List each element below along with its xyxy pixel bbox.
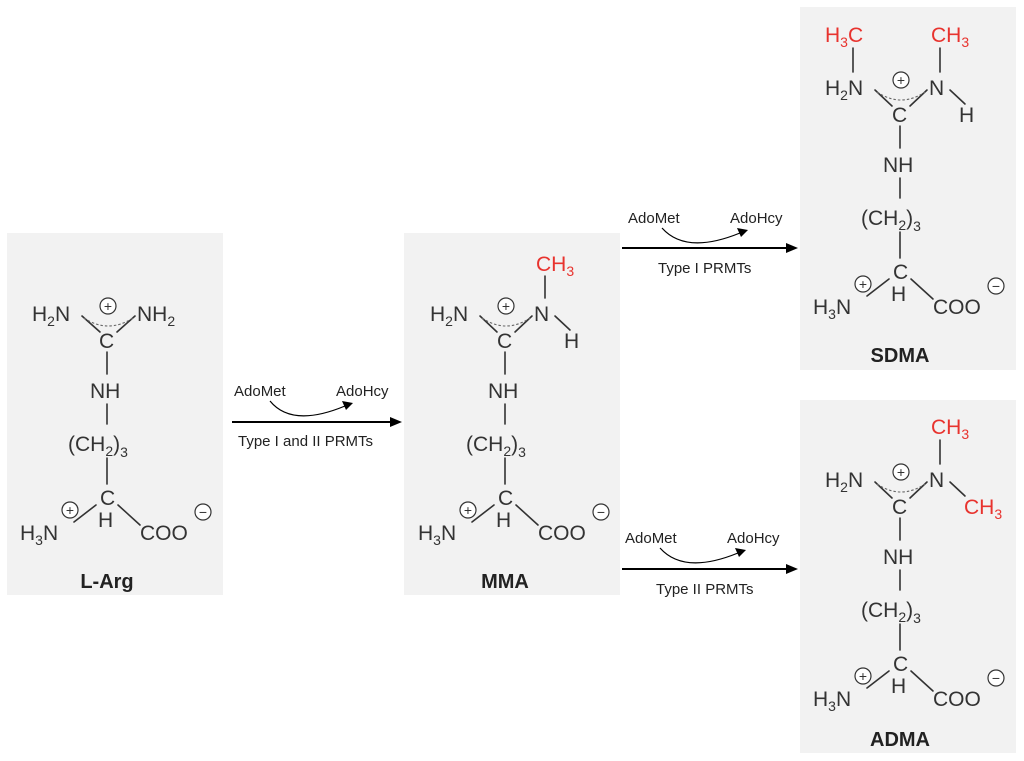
carbon-c: C: [892, 104, 907, 127]
molecule-larg: H2N NH2 + C NH (CH2)3 C H H3N + COO − L-…: [20, 297, 212, 593]
plus-charge: +: [502, 298, 510, 314]
h3n-group: H3N: [813, 688, 851, 714]
h3n-group: H3N: [813, 296, 851, 322]
alpha-h: H: [98, 509, 113, 532]
product-label: AdoHcy: [336, 383, 389, 400]
panel-larg: [7, 233, 223, 595]
plus-charge: +: [104, 298, 112, 314]
molecule-sdma: H3C CH3 H2N N H + C NH (CH2)3 C H H3N + …: [813, 24, 1005, 367]
enzyme-label: Type II PRMTs: [656, 581, 754, 598]
reactant-label: AdoMet: [628, 210, 681, 227]
minus-charge: −: [597, 504, 605, 520]
coo-group: COO: [140, 522, 188, 545]
reaction-arrow-1: AdoMet AdoHcy Type I and II PRMTs: [232, 383, 402, 450]
n-methyl: N: [534, 303, 549, 326]
carbon-c: C: [892, 496, 907, 519]
coo-group: COO: [933, 296, 981, 319]
panel-sdma: [800, 7, 1016, 370]
reactant-label: AdoMet: [625, 530, 678, 547]
label-larg: L-Arg: [80, 571, 133, 593]
h2n-group: H2N: [825, 469, 863, 495]
enzyme-label: Type I and II PRMTs: [238, 433, 373, 450]
label-adma: ADMA: [870, 729, 930, 751]
plus-charge: +: [897, 464, 905, 480]
nh2-group: NH2: [137, 303, 175, 329]
coo-group: COO: [538, 522, 586, 545]
h2n-group: H2N: [430, 303, 468, 329]
minus-charge: −: [992, 670, 1000, 686]
ch2-chain: (CH2)3: [68, 433, 128, 460]
n-h: H: [959, 104, 974, 127]
carbon-c: C: [99, 330, 114, 353]
h3n-group: H3N: [20, 522, 58, 548]
n-h: H: [564, 330, 579, 353]
minus-charge: −: [199, 504, 207, 520]
nh-group: NH: [488, 380, 518, 403]
molecule-adma: CH3 H2N N CH3 + C NH (CH2)3 C H H3N + CO…: [813, 416, 1005, 751]
methyl-top: CH3: [931, 416, 969, 442]
alpha-carbon: C: [498, 487, 513, 510]
plus-charge: +: [859, 668, 867, 684]
carbon-c: C: [497, 330, 512, 353]
methyl-right: CH3: [931, 24, 969, 50]
reactant-label: AdoMet: [234, 383, 287, 400]
alpha-h: H: [891, 675, 906, 698]
product-label: AdoHcy: [730, 210, 783, 227]
alpha-carbon: C: [100, 487, 115, 510]
enzyme-label: Type I PRMTs: [658, 260, 751, 277]
methyl-side: CH3: [964, 496, 1002, 522]
label-sdma: SDMA: [871, 345, 930, 367]
coo-group: COO: [933, 688, 981, 711]
panel-adma: [800, 400, 1016, 753]
nh-group: NH: [90, 380, 120, 403]
alpha-carbon: C: [893, 653, 908, 676]
alpha-h: H: [891, 283, 906, 306]
ch2-chain: (CH2)3: [861, 599, 921, 626]
panel-mma: [404, 233, 620, 595]
n-methyl: N: [929, 77, 944, 100]
methyl-left: H3C: [825, 24, 863, 50]
n-dimethyl: N: [929, 469, 944, 492]
methyl-group: CH3: [536, 253, 574, 279]
plus-charge: +: [464, 502, 472, 518]
ch2-chain: (CH2)3: [861, 207, 921, 234]
plus-charge: +: [897, 72, 905, 88]
nh-group: NH: [883, 546, 913, 569]
ch2-chain: (CH2)3: [466, 433, 526, 460]
alpha-carbon: C: [893, 261, 908, 284]
reaction-arrow-3: AdoMet AdoHcy Type II PRMTs: [622, 530, 798, 598]
reaction-arrow-2: AdoMet AdoHcy Type I PRMTs: [622, 210, 798, 277]
label-mma: MMA: [481, 571, 529, 593]
plus-charge: +: [859, 276, 867, 292]
h2n-group: H2N: [825, 77, 863, 103]
plus-charge: +: [66, 502, 74, 518]
h2n-group: H2N: [32, 303, 70, 329]
h3n-group: H3N: [418, 522, 456, 548]
molecule-mma: CH3 H2N N H + C NH (CH2)3 C H H3N + COO …: [418, 253, 610, 593]
product-label: AdoHcy: [727, 530, 780, 547]
minus-charge: −: [992, 278, 1000, 294]
nh-group: NH: [883, 154, 913, 177]
alpha-h: H: [496, 509, 511, 532]
